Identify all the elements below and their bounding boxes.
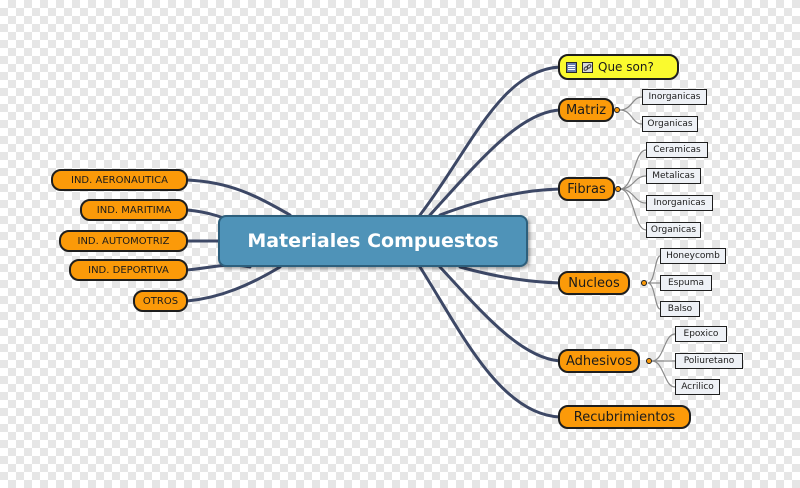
leaf-fibras-inorganicas[interactable]: Inorganicas bbox=[646, 195, 713, 211]
link-fibras bbox=[438, 187, 562, 217]
link-recubrimientos bbox=[418, 265, 562, 419]
branch-matriz[interactable]: Matriz bbox=[558, 98, 614, 122]
leaf-fibras-ceramicas[interactable]: Ceramicas bbox=[646, 142, 708, 158]
link-aeronautica bbox=[185, 178, 292, 217]
leaf-matriz-inorganicas[interactable]: Inorganicas bbox=[642, 89, 707, 105]
link-matriz bbox=[428, 108, 562, 217]
branch-otros[interactable]: OTROS bbox=[133, 290, 188, 312]
leaf-nucleos-honeycomb[interactable]: Honeycomb bbox=[660, 248, 726, 264]
branch-fibras[interactable]: Fibras bbox=[558, 177, 615, 201]
expand-dot-fibras[interactable] bbox=[615, 186, 621, 192]
link-matriz-organicas bbox=[619, 109, 643, 125]
link-fibras-inorganicas bbox=[619, 188, 647, 204]
leaf-nucleos-espuma[interactable]: Espuma bbox=[660, 275, 712, 291]
branch-recubrimientos[interactable]: Recubrimientos bbox=[558, 405, 691, 429]
link-nucleos-honeycomb bbox=[647, 255, 661, 284]
leaf-adhesivos-epoxico[interactable]: Epoxico bbox=[675, 326, 727, 342]
branch-que-son[interactable]: Que son? bbox=[558, 54, 679, 80]
central-node[interactable]: Materiales Compuestos bbox=[218, 215, 528, 267]
leaf-adhesivos-acrilico[interactable]: Acrilico bbox=[675, 379, 720, 395]
expand-dot-nucleos[interactable] bbox=[641, 280, 647, 286]
link-icon[interactable] bbox=[582, 61, 593, 73]
leaf-adhesivos-poliuretano[interactable]: Poliuretano bbox=[675, 353, 743, 369]
leaf-matriz-organicas[interactable]: Organicas bbox=[642, 116, 698, 132]
link-fibras-metalicas bbox=[619, 175, 647, 190]
leaf-fibras-organicas[interactable]: Organicas bbox=[646, 222, 701, 238]
leaf-nucleos-balso[interactable]: Balso bbox=[660, 301, 700, 317]
link-adhesivos-epoxico bbox=[651, 333, 676, 362]
notes-icon[interactable] bbox=[566, 61, 577, 73]
link-question bbox=[418, 65, 562, 217]
branch-ind-deportiva[interactable]: IND. DEPORTIVA bbox=[69, 259, 188, 281]
link-adhesivos-acrilico bbox=[651, 360, 676, 388]
link-otros bbox=[185, 265, 282, 303]
link-nucleos-balso bbox=[647, 282, 661, 310]
link-fibras-ceramicas bbox=[619, 149, 647, 190]
branch-adhesivos[interactable]: Adhesivos bbox=[558, 349, 640, 373]
link-nucleos bbox=[458, 265, 562, 285]
link-adhesivos bbox=[438, 265, 562, 363]
link-fibras-organicas bbox=[619, 188, 647, 231]
expand-dot-matriz[interactable] bbox=[614, 107, 620, 113]
branch-nucleos[interactable]: Nucleos bbox=[558, 271, 630, 295]
link-matriz-inorganicas bbox=[619, 96, 643, 111]
branch-ind-maritima[interactable]: IND. MARITIMA bbox=[80, 199, 188, 221]
leaf-fibras-metalicas[interactable]: Metalicas bbox=[646, 168, 701, 184]
expand-dot-adhesivos[interactable] bbox=[646, 358, 652, 364]
branch-ind-automotriz[interactable]: IND. AUTOMOTRIZ bbox=[59, 230, 188, 252]
branch-ind-aeronautica[interactable]: IND. AERONAUTICA bbox=[51, 169, 188, 191]
branch-que-son-label: Que son? bbox=[598, 60, 654, 74]
